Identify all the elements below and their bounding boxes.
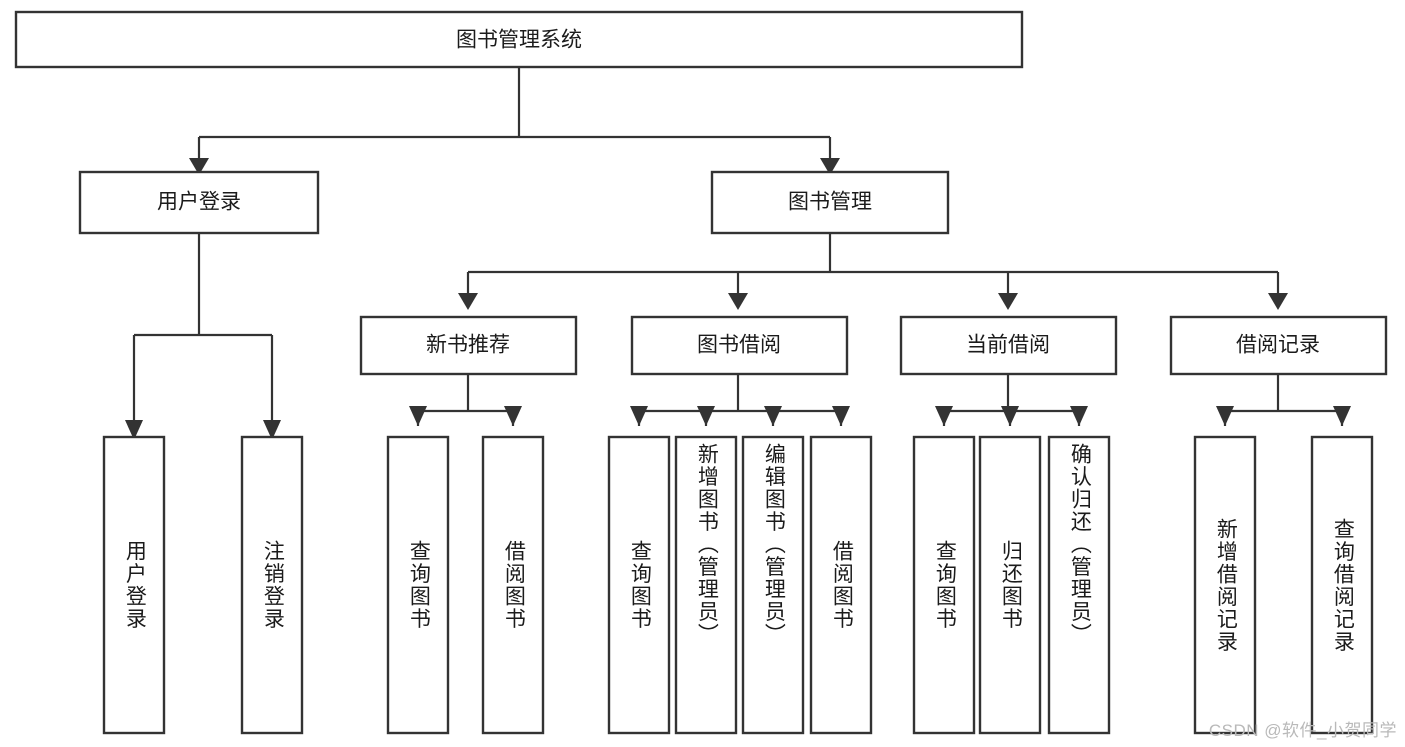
node-book-management-box[interactable]: [710, 170, 950, 235]
node-book-borrow[interactable]: 图书借阅: [630, 315, 849, 376]
leaf-box-add-borrow-record[interactable]: [1193, 435, 1257, 735]
node-book-borrow-box[interactable]: [630, 315, 849, 376]
node-current-borrow-label: 当前借阅: [966, 334, 1050, 357]
leaf-box-return-book[interactable]: [978, 435, 1042, 735]
leaf-box-confirm-return-admin[interactable]: [1047, 435, 1111, 735]
node-title-label: 图书管理系统: [456, 29, 582, 52]
node-new-book-recommend-box[interactable]: [359, 315, 578, 376]
arrow-leaf-add-borrow-record: [1216, 406, 1234, 426]
leaf-box-query-book-2[interactable]: [607, 435, 671, 735]
arrow-borrow-record: [1268, 293, 1288, 310]
leaf-box-user-login[interactable]: [102, 435, 166, 735]
arrow-book-borrow: [728, 293, 748, 310]
arrow-leaf-edit-book-admin: [764, 406, 782, 426]
arrow-book-management: [820, 158, 840, 175]
arrow-leaf-logout-login: [263, 420, 281, 440]
arrow-leaf-user-login: [125, 420, 143, 440]
leaf-box-borrow-book-2[interactable]: [809, 435, 873, 735]
node-borrow-record-box[interactable]: [1169, 315, 1388, 376]
node-book-borrow-label: 图书借阅: [697, 334, 781, 357]
node-borrow-record-label: 借阅记录: [1236, 334, 1320, 357]
arrow-leaf-borrow-book-2: [832, 406, 850, 426]
node-user-login[interactable]: 用户登录: [78, 170, 320, 235]
arrow-leaf-borrow-book-1: [504, 406, 522, 426]
node-new-book-recommend[interactable]: 新书推荐: [359, 315, 578, 376]
arrow-leaf-query-borrow-record: [1333, 406, 1351, 426]
arrow-leaf-query-book-1: [409, 406, 427, 426]
arrow-leaf-confirm-return-admin: [1070, 406, 1088, 426]
node-book-management[interactable]: 图书管理: [710, 170, 950, 235]
arrowheads-layer: [125, 158, 1351, 440]
node-book-management-label: 图书管理: [788, 191, 872, 214]
leaf-box-query-book-3[interactable]: [912, 435, 976, 735]
leaf-box-query-book-1[interactable]: [386, 435, 450, 735]
leaf-box-logout-login[interactable]: [240, 435, 304, 735]
arrow-leaf-add-book-admin: [697, 406, 715, 426]
arrow-leaf-query-book-3: [935, 406, 953, 426]
arrow-new-book-recommend: [458, 293, 478, 310]
nodes-layer: 图书管理系统 用户登录 图书管理 新书推荐 图书借阅 当前借阅: [14, 10, 1388, 735]
leaf-box-borrow-book-1[interactable]: [481, 435, 545, 735]
node-user-login-box[interactable]: [78, 170, 320, 235]
leaf-box-query-borrow-record[interactable]: [1310, 435, 1374, 735]
node-user-login-label: 用户登录: [157, 191, 241, 214]
node-current-borrow[interactable]: 当前借阅: [899, 315, 1118, 376]
leaf-box-edit-book-admin[interactable]: [741, 435, 805, 735]
arrow-leaf-return-book: [1001, 406, 1019, 426]
arrow-user-login: [189, 158, 209, 175]
arrow-current-borrow: [998, 293, 1018, 310]
node-title-box[interactable]: [14, 10, 1024, 69]
node-new-book-recommend-label: 新书推荐: [426, 334, 510, 357]
leaf-box-add-book-admin[interactable]: [674, 435, 738, 735]
node-title[interactable]: 图书管理系统: [14, 10, 1024, 69]
node-current-borrow-box[interactable]: [899, 315, 1118, 376]
node-borrow-record[interactable]: 借阅记录: [1169, 315, 1388, 376]
arrow-leaf-query-book-2: [630, 406, 648, 426]
